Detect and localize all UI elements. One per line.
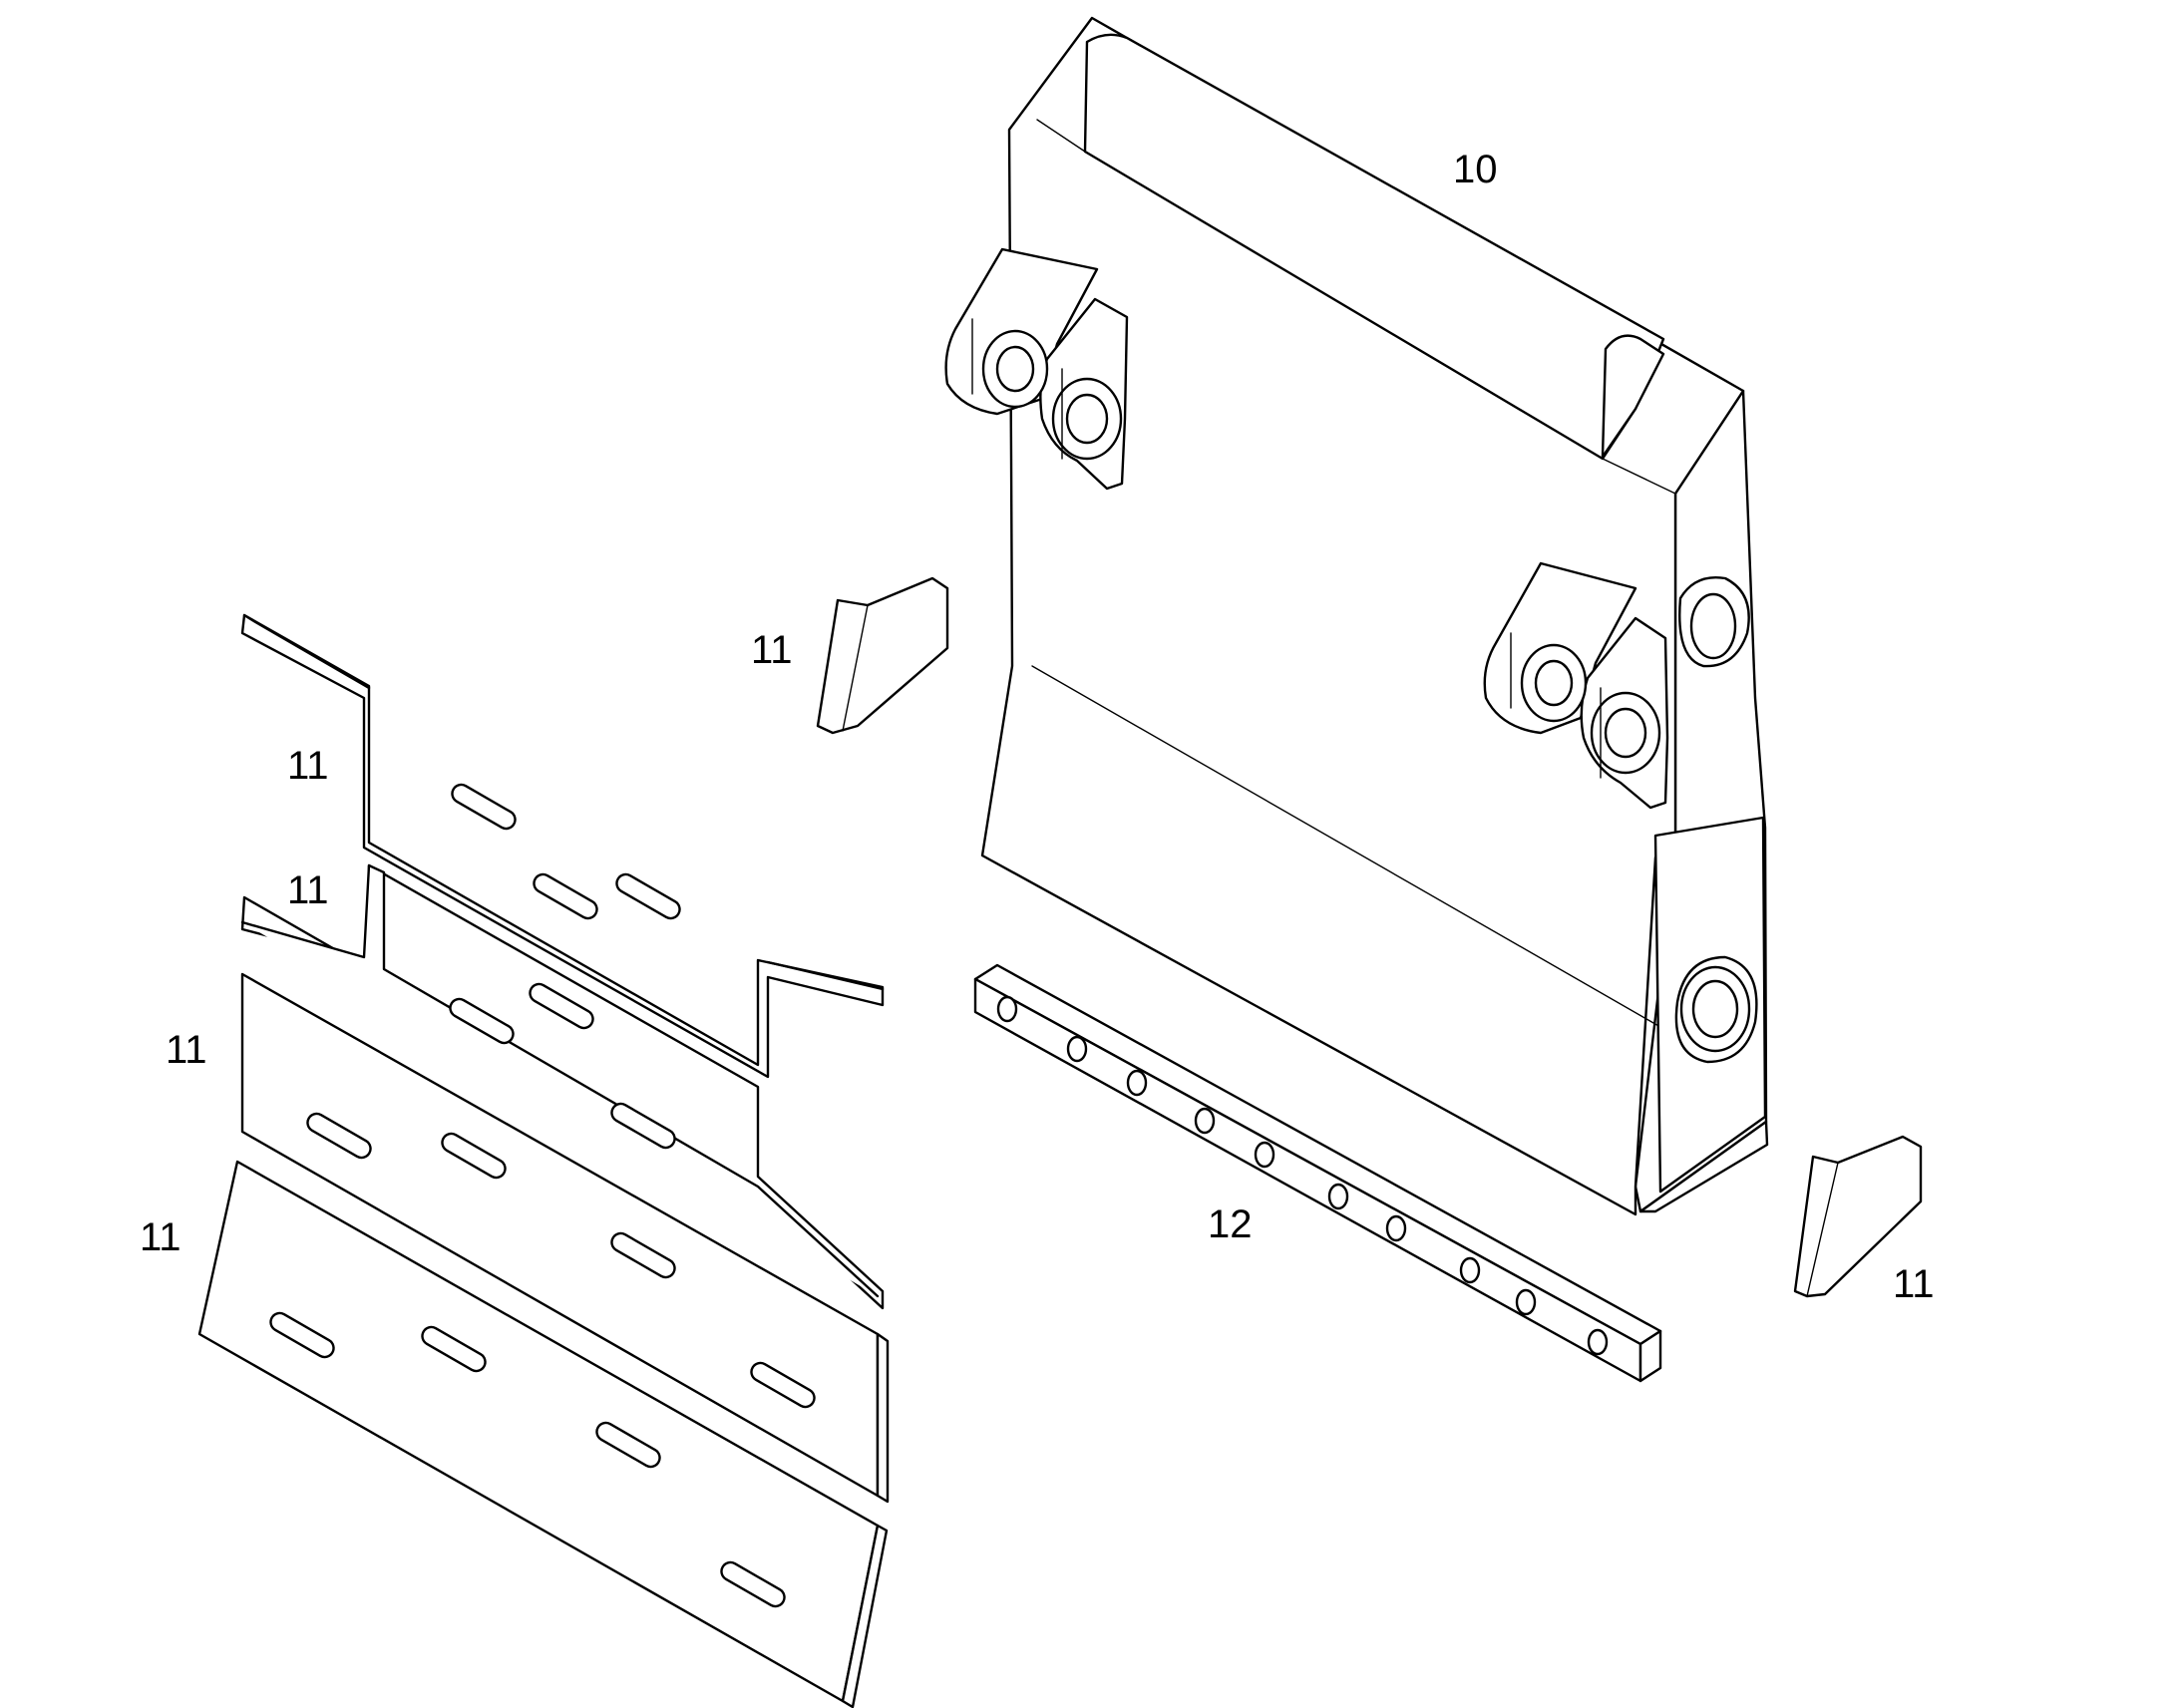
plate-third xyxy=(240,972,890,1504)
frame-top-notch xyxy=(1601,334,1665,459)
frame-top-edge xyxy=(1036,119,1676,495)
bar-end-face xyxy=(1638,1329,1662,1383)
frame-upper-bore xyxy=(1689,592,1737,660)
hinge-bracket-upper-left xyxy=(944,247,1129,491)
bar-part xyxy=(973,963,1662,1383)
frame-mid-line xyxy=(1031,665,1661,1028)
callout-plate-third: 11 xyxy=(166,1028,207,1072)
frame-lower-bore-inner xyxy=(1691,979,1739,1039)
frame-part xyxy=(944,16,1769,1216)
callout-bar: 12 xyxy=(1208,1202,1253,1246)
plate-upper xyxy=(240,613,885,1079)
callout-frame: 10 xyxy=(1453,148,1498,191)
callout-plate-upper: 11 xyxy=(287,744,329,788)
wedge-plate-top xyxy=(816,576,949,735)
plate-bottom xyxy=(197,1160,889,1708)
callout-wedge-top: 11 xyxy=(751,628,793,672)
callout-plate-bottom: 11 xyxy=(140,1215,182,1259)
callout-wedge-right: 11 xyxy=(1893,1262,1935,1306)
frame-bottom-lip xyxy=(1638,1120,1769,1213)
wedge-plate-right xyxy=(1793,1135,1923,1298)
callout-plate-second: 11 xyxy=(287,868,329,912)
plate-second xyxy=(240,863,885,1310)
hinge-bracket-right xyxy=(1483,561,1669,810)
bar-holes xyxy=(996,995,1609,1356)
